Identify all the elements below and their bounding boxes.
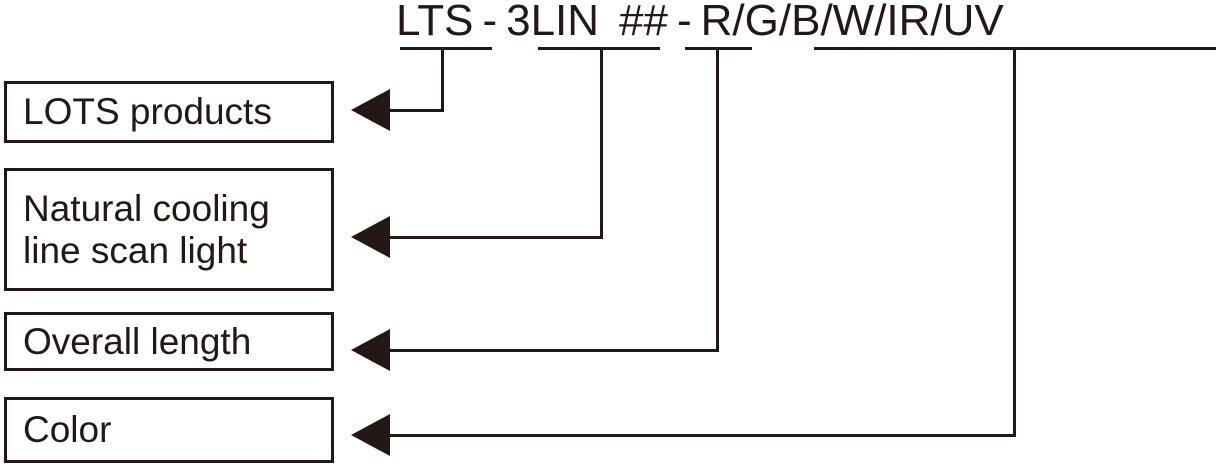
connector-horizontal-products <box>389 109 444 112</box>
connector-horizontal-color <box>389 434 1016 437</box>
arrow-head-cooling <box>351 216 390 258</box>
connector-horizontal-length <box>389 349 719 352</box>
callout-label-products-line1: LOTS products <box>23 91 272 132</box>
connector-horizontal-cooling <box>389 236 603 239</box>
connector-vertical-cooling <box>600 48 603 238</box>
connector-vertical-length <box>716 48 719 351</box>
part-number-separator-2: - <box>677 0 692 45</box>
callout-box-color: Color <box>4 397 334 463</box>
connector-vertical-products <box>441 48 444 111</box>
callout-label-cooling-line2: line scan light <box>23 229 248 271</box>
callout-box-cooling: Natural cooling line scan light <box>4 168 334 291</box>
arrow-head-color <box>351 414 390 456</box>
part-number-separator-1: - <box>482 0 498 45</box>
callout-label-cooling-line1: Natural cooling <box>23 187 270 229</box>
connector-vertical-color <box>1013 48 1016 436</box>
callout-label-color-line1: Color <box>23 409 112 450</box>
callout-box-products: LOTS products <box>4 81 334 143</box>
callout-box-length: Overall length <box>4 312 334 371</box>
part-number-segment-series: 3LIN <box>506 0 600 45</box>
part-number-segment-color: R/G/B/W/IR/UV <box>700 0 1004 45</box>
part-number-segment-length: ## <box>619 0 668 45</box>
underline-prefix <box>400 47 492 50</box>
arrow-head-length <box>351 329 390 371</box>
arrow-head-products <box>351 89 390 131</box>
callout-label-length-line1: Overall length <box>23 320 252 362</box>
part-number-row: LTS - 3LIN ## - R/G/B/W/IR/UV <box>396 0 1004 43</box>
underline-series <box>538 47 660 50</box>
part-number-string: LTS - 3LIN ## - R/G/B/W/IR/UV <box>0 0 1220 52</box>
part-number-segment-prefix: LTS <box>396 0 474 45</box>
